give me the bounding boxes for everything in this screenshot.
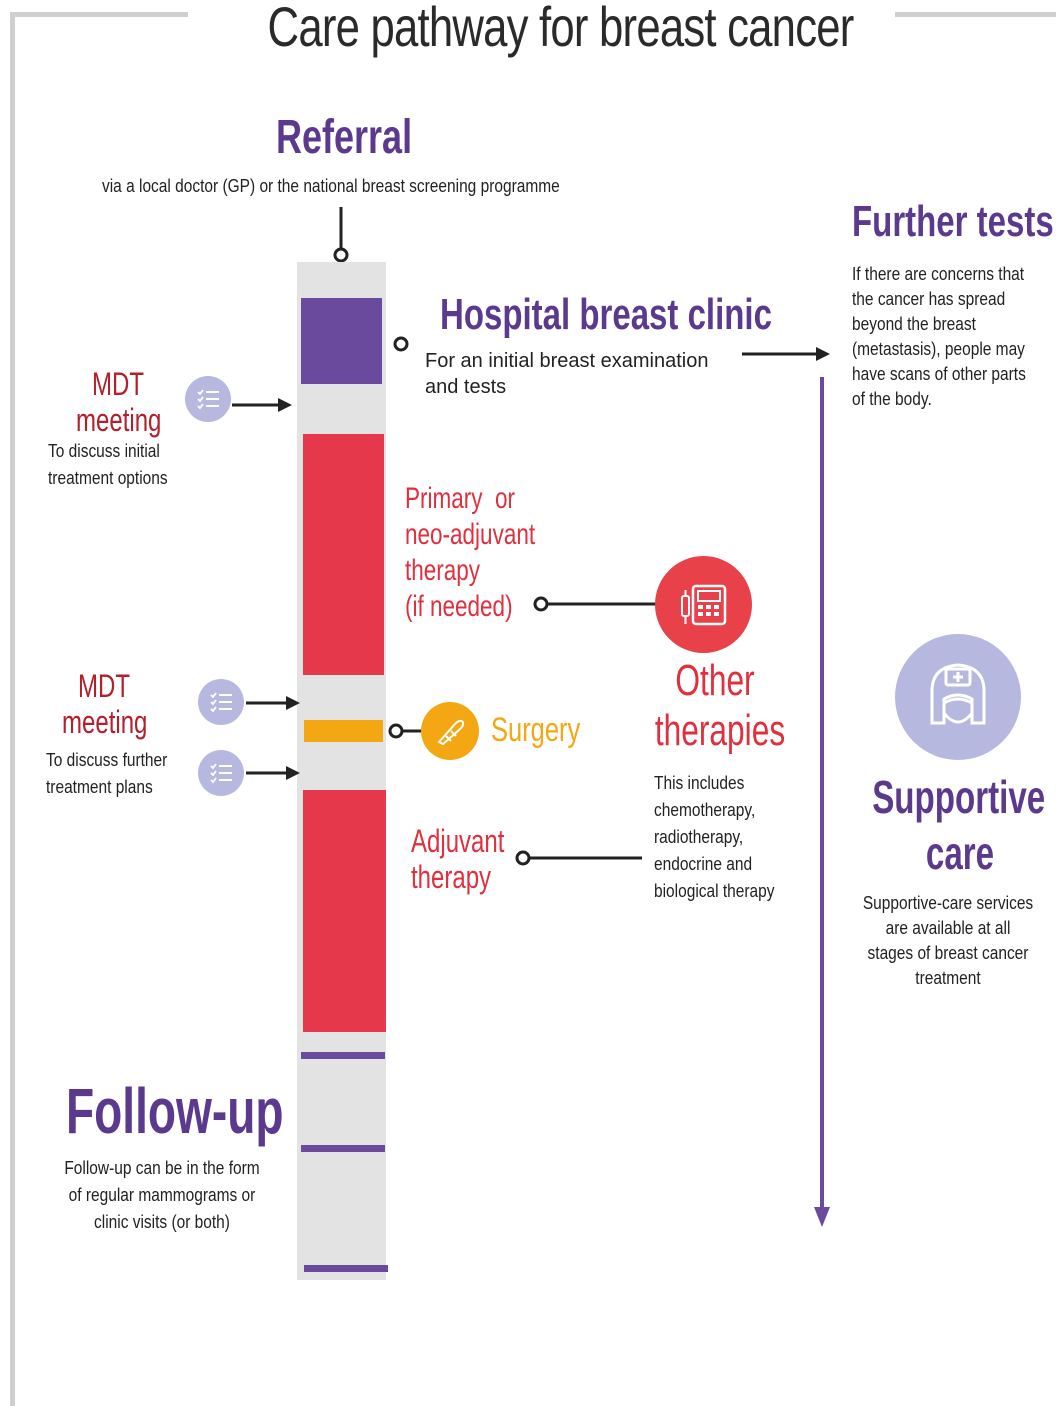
infusion-pump-icon bbox=[655, 556, 752, 653]
follow-up-line: Follow-up can be in the form bbox=[64, 1158, 260, 1178]
other-therapies-line: chemotherapy, bbox=[654, 800, 756, 820]
mdt-further-heading-1: MDT bbox=[78, 668, 130, 704]
other-therapies-line: radiotherapy, bbox=[654, 827, 744, 847]
mdt-further-arrow-1 bbox=[246, 696, 300, 710]
further-tests-line: of the body. bbox=[852, 389, 932, 409]
follow-up-marker-2 bbox=[301, 1145, 385, 1152]
further-tests-line: the cancer has spread bbox=[852, 289, 1006, 309]
further-tests-line: If there are concerns that bbox=[852, 264, 1025, 284]
other-therapies-line: endocrine and bbox=[654, 854, 753, 874]
referral-text: via a local doctor (GP) or the national … bbox=[102, 176, 560, 196]
frame-top-right-line bbox=[895, 12, 1056, 17]
primary-therapy-line4: (if needed) bbox=[405, 590, 513, 623]
other-therapies-heading-1: Other bbox=[675, 656, 755, 705]
checklist-icon bbox=[198, 750, 244, 796]
other-therapies-text: This includes chemotherapy, radiotherapy… bbox=[654, 770, 794, 905]
referral-connector bbox=[333, 207, 349, 263]
supportive-care-heading-1: Supportive bbox=[872, 771, 1046, 823]
surgery-label: Surgery bbox=[491, 711, 581, 749]
referral-heading: Referral bbox=[276, 111, 413, 164]
page-title: Care pathway for breast cancer bbox=[267, 0, 855, 58]
supportive-care-line: stages of breast cancer bbox=[867, 943, 1029, 963]
follow-up-heading: Follow-up bbox=[66, 1075, 284, 1147]
mdt-initial-heading-2: meeting bbox=[76, 402, 162, 438]
mdt-further-text-line: To discuss further bbox=[46, 750, 168, 770]
frame-left-line bbox=[10, 12, 15, 1406]
checklist-icon bbox=[198, 679, 244, 725]
mdt-initial-text-line: To discuss initial bbox=[48, 441, 160, 461]
adjuvant-connector bbox=[515, 850, 642, 866]
further-tests-heading: Further tests bbox=[852, 197, 1054, 246]
surgery-stage-bar bbox=[304, 720, 383, 742]
further-tests-line: have scans of other parts bbox=[852, 364, 1026, 384]
other-therapies-line: biological therapy bbox=[654, 881, 775, 901]
mdt-further-heading-2: meeting bbox=[62, 704, 148, 740]
frame-top-left-line bbox=[10, 12, 188, 17]
mdt-further-text-line: treatment plans bbox=[46, 777, 153, 797]
nurse-icon bbox=[895, 634, 1021, 760]
adjuvant-line1: Adjuvant bbox=[411, 823, 505, 859]
follow-up-line: of regular mammograms or bbox=[68, 1185, 256, 1205]
scalpel-icon bbox=[421, 702, 479, 760]
mdt-initial-text-line: treatment options bbox=[48, 468, 168, 488]
clinic-to-tests-arrow bbox=[742, 347, 830, 361]
primary-therapy-line2: neo-adjuvant bbox=[405, 518, 536, 551]
adjuvant-stage-bar bbox=[303, 790, 386, 1032]
follow-up-marker-1 bbox=[301, 1052, 385, 1059]
mdt-further-arrow-2 bbox=[246, 766, 300, 780]
pathway-track bbox=[297, 262, 386, 1280]
follow-up-line: clinic visits (or both) bbox=[94, 1212, 230, 1232]
mdt-initial-text: To discuss initial treatment options bbox=[48, 438, 187, 492]
checklist-icon bbox=[185, 376, 231, 422]
further-tests-line: beyond the breast bbox=[852, 314, 976, 334]
follow-up-text: Follow-up can be in the form of regular … bbox=[42, 1155, 282, 1236]
mdt-further-text: To discuss further treatment plans bbox=[46, 747, 187, 801]
clinic-connector-dot bbox=[393, 336, 409, 352]
primary-therapy-line3: therapy bbox=[405, 554, 481, 587]
further-tests-text: If there are concerns that the cancer ha… bbox=[852, 262, 1054, 412]
other-therapies-heading-2: therapies bbox=[654, 706, 786, 755]
follow-up-marker-3 bbox=[304, 1265, 388, 1272]
supportive-care-line: are available at all bbox=[885, 918, 1011, 938]
primary-therapy-line1: Primary or bbox=[405, 482, 516, 515]
supportive-care-line: treatment bbox=[915, 968, 981, 988]
other-therapies-line: This includes bbox=[654, 773, 745, 793]
mdt-initial-heading-1: MDT bbox=[92, 366, 144, 402]
primary-therapy-stage-bar bbox=[303, 434, 384, 675]
supportive-care-text: Supportive-care services are available a… bbox=[838, 891, 1056, 991]
clinic-text-line2: and tests bbox=[425, 376, 507, 398]
supportive-care-line: Supportive-care services bbox=[862, 893, 1034, 913]
supportive-care-timeline-arrow bbox=[814, 377, 830, 1227]
supportive-care-heading-2: care bbox=[925, 827, 995, 879]
clinic-stage-bar bbox=[301, 298, 382, 384]
further-tests-line: (metastasis), people may bbox=[852, 339, 1025, 359]
mdt-initial-arrow bbox=[232, 398, 292, 412]
clinic-text-line1: For an initial breast examination bbox=[425, 350, 709, 372]
adjuvant-line2: therapy bbox=[411, 859, 492, 895]
primary-therapy-connector bbox=[533, 596, 658, 612]
clinic-heading: Hospital breast clinic bbox=[440, 290, 772, 339]
